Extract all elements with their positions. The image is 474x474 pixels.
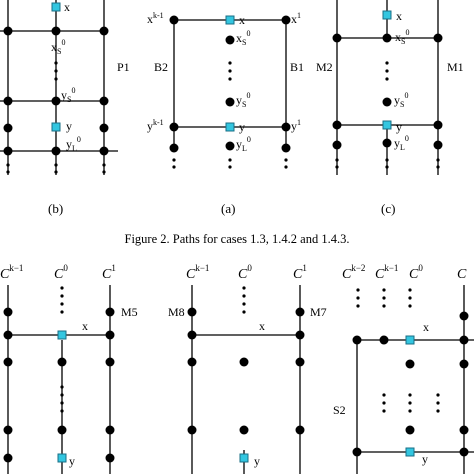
marker-y — [57, 453, 67, 463]
marker-x — [57, 330, 67, 340]
label-xs: xS0 — [51, 38, 65, 56]
label-ys: yS0 — [394, 91, 408, 109]
label-y1: y1 — [291, 118, 301, 133]
label-x: x — [423, 320, 429, 334]
label-x: x — [239, 13, 245, 27]
panel-b: x xS0 yS0 y yL0 P1 (b) — [0, 0, 130, 216]
label-y: y — [66, 119, 72, 133]
vertex — [352, 311, 469, 457]
label-x: x — [259, 319, 265, 333]
label-xs: xS0 — [395, 28, 409, 46]
marker-y — [51, 122, 61, 132]
label-yk1: yk-1 — [147, 118, 164, 133]
vertex — [3, 26, 109, 156]
label-y: y — [396, 120, 402, 134]
label-c-km1: Ck−1 — [0, 263, 23, 282]
vertex — [3, 307, 115, 463]
marker-y — [382, 120, 392, 130]
caption-c: (c) — [381, 201, 395, 216]
label-yl: yL0 — [236, 135, 251, 153]
label-ys: yS0 — [61, 86, 75, 104]
marker-y — [239, 453, 249, 463]
label-xs: xS0 — [236, 29, 250, 47]
panel-c: x xS0 yS0 y yL0 M2 M1 (c) — [316, 0, 464, 216]
label-c0: C0 — [409, 263, 423, 282]
vertex — [169, 15, 291, 153]
label-p1: P1 — [117, 60, 130, 74]
label-x: x — [64, 0, 70, 14]
label-x: x — [82, 319, 88, 333]
label-y: y — [69, 454, 75, 468]
label-c1: C1 — [102, 263, 116, 282]
panel-a: xk-1 x x1 xS0 yS0 yk-1 y y1 yL0 B2 B1 (a… — [147, 11, 304, 216]
label-yl: yL0 — [66, 135, 81, 153]
label-m7: M7 — [310, 305, 327, 319]
ellipsis-dots — [356, 288, 440, 413]
label-m1: M1 — [447, 60, 464, 74]
panel-e: Ck−1 C0 C1 M8 M7 x y — [168, 263, 327, 474]
label-ys: yS0 — [236, 91, 250, 109]
label-c0: C0 — [54, 263, 68, 282]
panel-f: Ck−2 Ck−1 C0 C S2 x y — [333, 263, 474, 474]
ellipsis-dots — [60, 286, 64, 413]
caption-a: (a) — [221, 201, 235, 216]
vertex — [332, 33, 443, 150]
vertex — [187, 307, 305, 435]
label-c-km1: Ck−1 — [375, 263, 398, 282]
label-c-km1: Ck−1 — [186, 263, 209, 282]
label-b1: B1 — [290, 60, 304, 74]
label-c0: C0 — [238, 263, 252, 282]
label-x1: x1 — [291, 11, 301, 26]
ellipsis-dots — [6, 61, 106, 174]
panel-d: Ck−1 C0 C1 M5 x y — [0, 263, 138, 474]
figure-caption: Figure 2. Paths for cases 1.3, 1.4.2 and… — [125, 232, 350, 246]
label-xk1: xk-1 — [147, 11, 164, 26]
label-c1: C1 — [293, 263, 307, 282]
label-m8: M8 — [168, 305, 185, 319]
label-c-km2: Ck−2 — [342, 263, 365, 282]
ellipsis-dots — [172, 61, 288, 169]
marker-y — [225, 122, 235, 132]
marker-x — [225, 15, 235, 25]
marker-x — [405, 335, 415, 345]
label-m5: M5 — [121, 305, 138, 319]
label-x: x — [396, 9, 402, 23]
label-b2: B2 — [154, 60, 168, 74]
label-c1: C — [457, 267, 467, 282]
ellipsis-dots — [242, 286, 246, 314]
caption-b: (b) — [48, 201, 63, 216]
label-s2: S2 — [333, 403, 346, 417]
ellipsis-dots — [335, 61, 440, 169]
label-y: y — [422, 452, 428, 466]
marker-x — [382, 10, 392, 20]
label-y: y — [239, 120, 245, 134]
label-yl: yL0 — [394, 134, 409, 152]
label-y: y — [254, 454, 260, 468]
label-m2: M2 — [316, 60, 333, 74]
marker-y — [405, 447, 415, 457]
marker-x — [51, 2, 61, 12]
